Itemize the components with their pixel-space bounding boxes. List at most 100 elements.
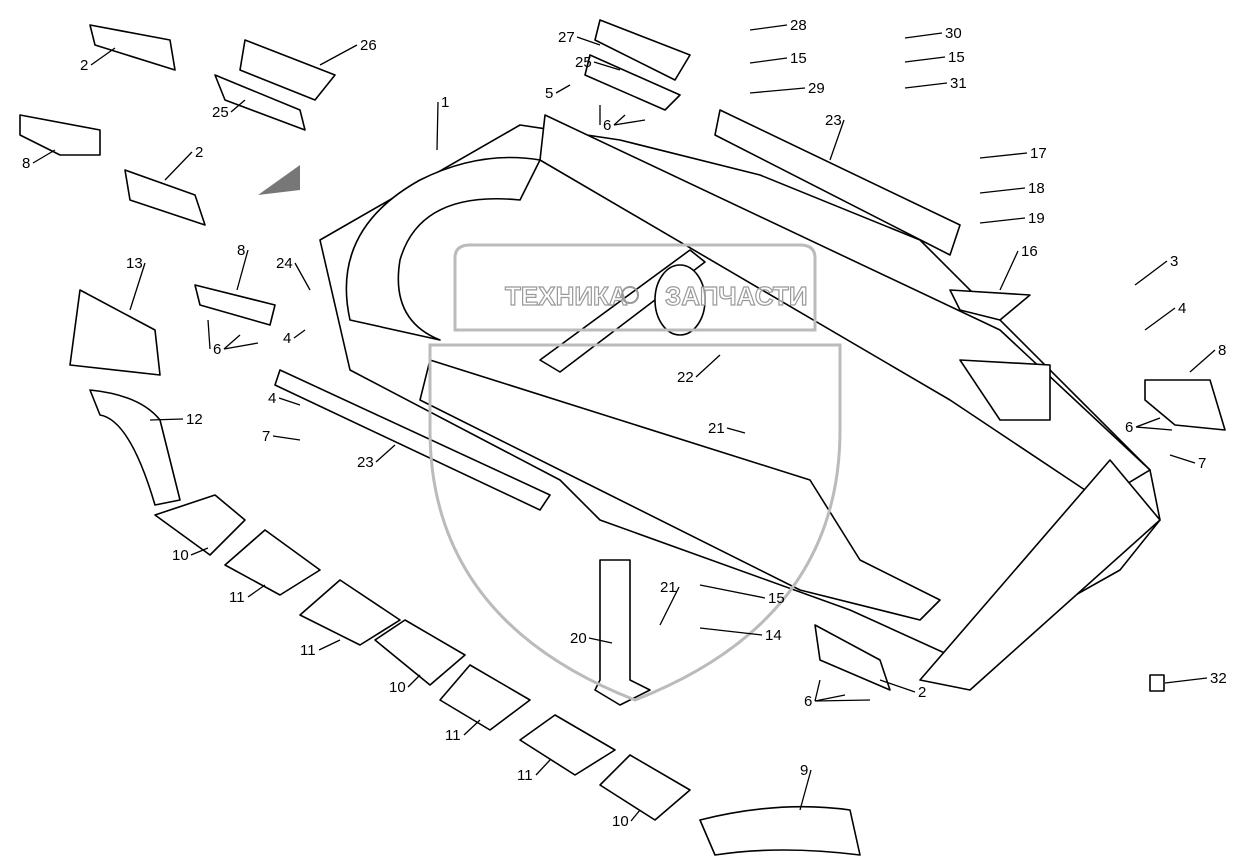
callout-label: 7: [262, 428, 270, 445]
leader-line: [659, 586, 680, 626]
callout-label: 23: [825, 112, 842, 129]
callout-label: 25: [575, 54, 592, 71]
leader-line: [272, 435, 301, 441]
callout-label: 12: [186, 411, 203, 428]
callout-5: 5: [545, 84, 571, 102]
callout-7: 7: [262, 428, 301, 445]
callout-6: 6: [804, 679, 871, 710]
leader-line: [613, 119, 646, 126]
callout-1: 1: [436, 94, 449, 151]
callout-label: 21: [660, 579, 677, 596]
leader-line: [535, 759, 551, 776]
callout-18: 18: [979, 180, 1045, 197]
callout-8: 8: [22, 149, 56, 172]
callout-10: 10: [172, 547, 209, 564]
callout-label: 10: [172, 547, 189, 564]
callout-15: 15: [699, 584, 785, 607]
leader-line: [164, 151, 193, 181]
callout-label: 18: [1028, 180, 1045, 197]
leader-line: [904, 32, 943, 39]
callout-label: 16: [1021, 243, 1038, 260]
callout-6: 6: [1125, 417, 1173, 436]
leader-line: [407, 674, 421, 688]
callout-28: 28: [749, 17, 807, 34]
callout-17: 17: [979, 145, 1047, 162]
callout-label: 15: [768, 590, 785, 607]
callout-label: 21: [708, 420, 725, 437]
leader-line: [699, 584, 766, 599]
part-13: [69, 289, 161, 376]
leader-line: [149, 418, 184, 421]
callout-label: 27: [558, 29, 575, 46]
leader-line: [829, 119, 845, 161]
callout-label: 11: [517, 767, 533, 784]
callout-label: 20: [570, 630, 587, 647]
callout-label: 10: [612, 813, 629, 830]
callout-label: 8: [1218, 342, 1226, 359]
leader-line: [1135, 417, 1161, 428]
callout-label: 5: [545, 85, 553, 102]
callout-label: 2: [918, 684, 926, 701]
callout-20: 20: [570, 630, 613, 647]
leader-line: [979, 187, 1026, 194]
callout-12: 12: [149, 411, 203, 428]
direction-arrow-icon: [258, 165, 300, 195]
callout-21: 21: [659, 579, 680, 626]
callout-label: 6: [804, 693, 812, 710]
leader-line: [375, 444, 396, 463]
callout-label: 13: [126, 255, 143, 272]
leader-line: [799, 769, 812, 811]
leader-line: [749, 87, 806, 94]
leader-line: [879, 679, 916, 693]
callout-14: 14: [699, 627, 782, 644]
leader-line: [294, 262, 311, 291]
leader-line: [318, 639, 341, 651]
leader-line: [230, 99, 246, 113]
leader-line: [463, 719, 481, 736]
callout-label: 9: [800, 762, 808, 779]
leader-line: [223, 342, 259, 350]
callout-label: 11: [445, 727, 461, 744]
leader-line: [814, 699, 871, 702]
part-23-upper: [714, 109, 961, 256]
callout-label: 6: [213, 341, 221, 358]
leader-line: [613, 114, 626, 126]
callout-label: 22: [677, 369, 694, 386]
leader-line: [749, 57, 788, 64]
callout-15: 15: [904, 49, 965, 66]
callout-6: 6: [599, 105, 646, 134]
callout-label: 4: [283, 330, 291, 347]
callout-22: 22: [677, 354, 721, 386]
callout-19: 19: [979, 210, 1045, 227]
callout-label: 14: [765, 627, 782, 644]
leader-line: [749, 24, 788, 31]
leader-line: [223, 334, 241, 350]
callout-25: 25: [212, 99, 246, 121]
callout-label: 30: [945, 25, 962, 42]
leader-line: [90, 47, 116, 66]
callout-11: 11: [517, 759, 551, 784]
callout-label: 17: [1030, 145, 1047, 162]
leader-line: [588, 637, 613, 644]
callout-label: 23: [357, 454, 374, 471]
part-9: [699, 805, 861, 856]
leader-line: [593, 61, 621, 71]
leader-line: [1164, 677, 1208, 684]
leader-line: [979, 152, 1028, 159]
leader-line: [436, 101, 439, 151]
part-20-stand: [594, 559, 651, 706]
callout-3: 3: [1134, 253, 1178, 286]
callout-label: 7: [1198, 455, 1206, 472]
part-12: [89, 389, 181, 506]
callout-30: 30: [904, 25, 962, 42]
leader-line: [236, 249, 249, 291]
callout-7: 7: [1169, 454, 1206, 472]
callout-29: 29: [749, 80, 825, 97]
leader-line: [699, 627, 763, 636]
callout-label: 32: [1210, 670, 1227, 687]
callout-31: 31: [904, 75, 967, 92]
callout-label: 11: [300, 642, 316, 659]
callout-label: 11: [229, 589, 245, 606]
leader-line: [278, 397, 301, 406]
